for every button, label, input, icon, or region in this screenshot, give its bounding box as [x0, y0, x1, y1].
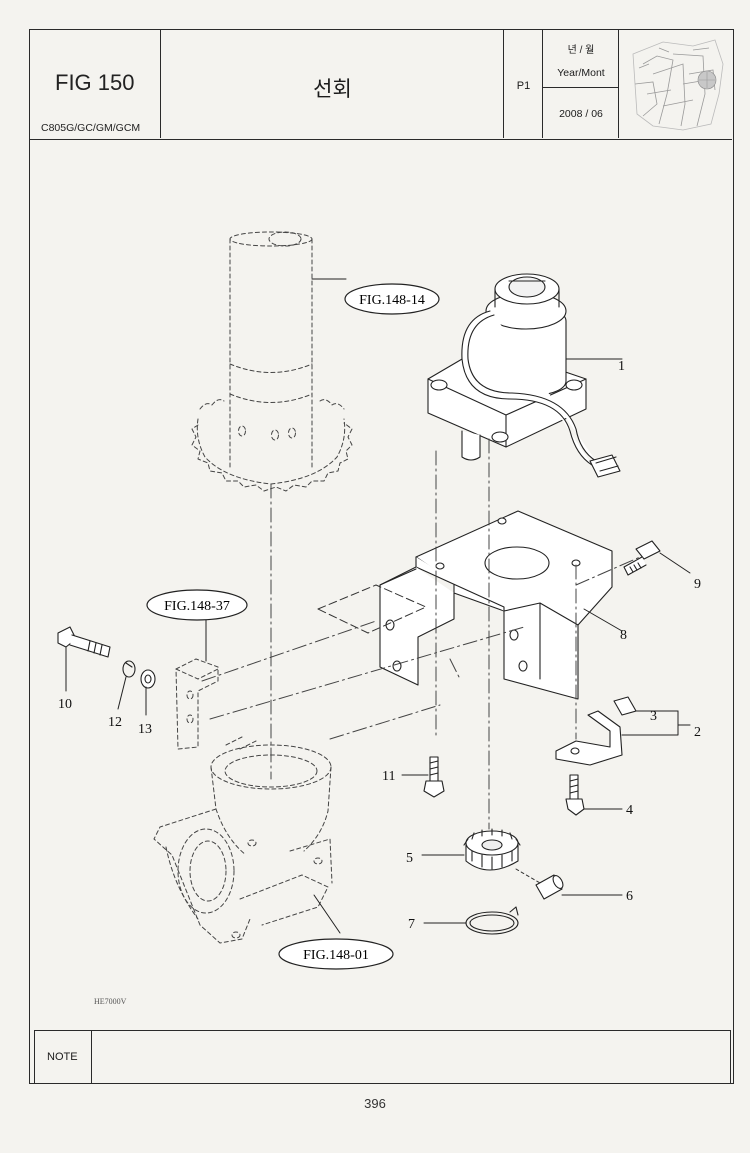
page-cell: P1: [504, 30, 543, 138]
ref-fig-148-14: FIG.148-14: [359, 293, 425, 308]
gear-part-5: [463, 828, 521, 871]
title-cell: 선회: [161, 30, 504, 138]
callout-4: 4: [626, 803, 633, 818]
bracket-part-8: [379, 510, 613, 700]
note-label: NOTE: [47, 1051, 78, 1063]
callout-9: 9: [694, 577, 701, 592]
callout-8: 8: [620, 628, 627, 643]
issue-date: 2008 / 06: [559, 108, 603, 120]
callout-7: 7: [408, 917, 415, 932]
ref-fig-148-37: FIG.148-37: [164, 599, 230, 614]
washer-part-13: [140, 669, 156, 689]
ref-fig-148-01: FIG.148-01: [303, 948, 369, 963]
model-list: C805G/GC/GM/GCM: [41, 122, 141, 134]
bolt-part-4: [565, 774, 585, 816]
callout-6: 6: [626, 889, 633, 904]
bolt-part-9: [623, 540, 661, 576]
year-month-label-en: Year/Mont: [557, 67, 605, 79]
snap-ring-part-7: [465, 906, 519, 935]
bracket-plate-part-2: [555, 710, 623, 766]
column-sprocket-ghost: [191, 231, 353, 492]
callout-12: 12: [108, 715, 122, 730]
bolt-part-11: [423, 756, 445, 798]
page-title: 선회: [313, 78, 352, 101]
bolt-part-10: [57, 626, 111, 658]
combine-logo-image: [632, 39, 724, 131]
motor-part-1: [427, 273, 621, 478]
fig-number: FIG 150: [55, 70, 135, 95]
year-month-label-ko: 년 / 월: [567, 45, 595, 56]
date-header: 년 / 월 Year/Mont: [543, 30, 619, 88]
callout-5: 5: [406, 851, 413, 866]
callout-10: 10: [58, 697, 72, 712]
plate-part-3: [613, 696, 637, 716]
note-row: NOTE: [34, 1030, 731, 1084]
pin-part-6: [535, 874, 564, 900]
callout-1: 1: [618, 359, 625, 374]
date-cell: 년 / 월 Year/Mont 2008 / 06: [543, 30, 619, 138]
callout-3: 3: [650, 709, 657, 724]
ghost-bracket-fig-148-37: [175, 658, 219, 750]
note-label-cell: NOTE: [35, 1031, 92, 1084]
page-code: P1: [516, 80, 531, 92]
fig-cell: FIG 150 C805G/GC/GM/GCM: [30, 30, 161, 138]
callout-13: 13: [138, 722, 152, 737]
logo-cell: [619, 30, 732, 138]
header-table: FIG 150 C805G/GC/GM/GCM 선회 P1 년 / 월 Year…: [30, 30, 732, 140]
spring-washer-part-12: [122, 660, 136, 678]
exploded-parts-drawing: FIG.148-14 FIG.148-37 FIG.148-01 1 2 3 4…: [57, 231, 701, 1006]
drawing-code: HE7000V: [94, 997, 127, 1006]
callout-11: 11: [382, 769, 395, 784]
callout-2: 2: [694, 725, 701, 740]
ghost-housing-fig-148-01: [153, 736, 333, 944]
page-number: 396: [364, 1096, 386, 1111]
parts-sheet: FIG 150 C805G/GC/GM/GCM 선회 P1 년 / 월 Year…: [29, 29, 734, 1084]
